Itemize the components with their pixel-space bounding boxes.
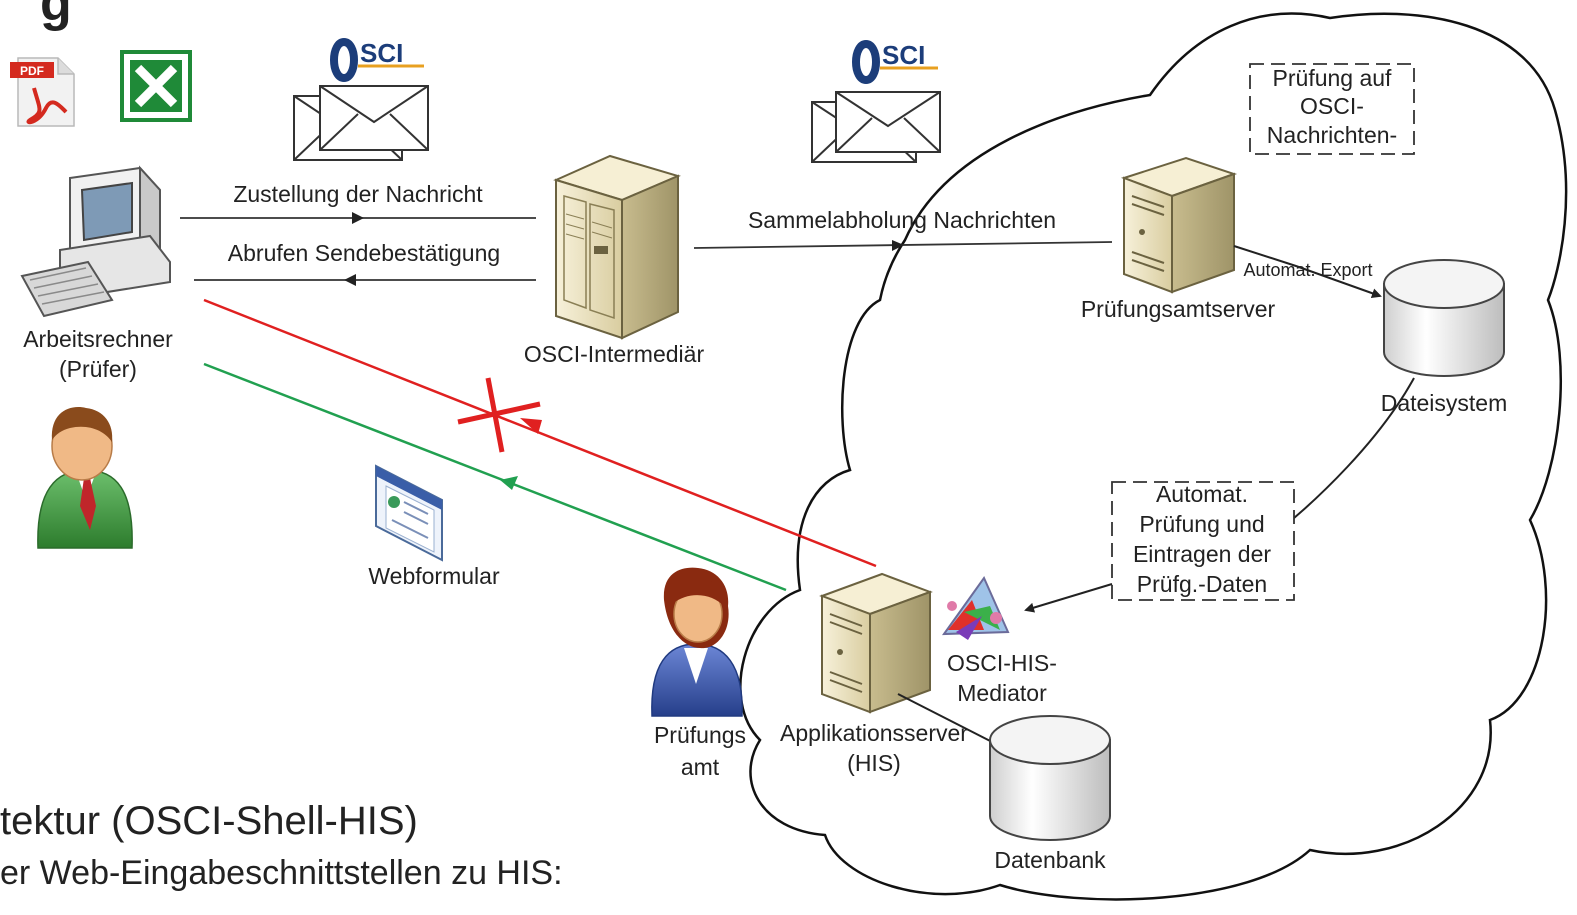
filesystem-label: Dateisystem [1381, 390, 1508, 416]
envelope-icon [293, 85, 429, 161]
intermediary-label: OSCI-Intermediär [524, 341, 705, 367]
auto-check-note-line4: Prüfg.-Daten [1137, 571, 1267, 597]
exam-server-icon [1120, 156, 1238, 294]
computer-icon [20, 165, 171, 318]
webform-flow-arrowhead [500, 476, 518, 490]
auto-check-note: Automat. Prüfung und Eintragen der Prüfg… [1111, 481, 1295, 601]
workstation-sublabel: (Prüfer) [59, 356, 137, 382]
blocked-flow-arrowhead [520, 418, 542, 434]
pdf-badge-label: PDF [20, 64, 44, 78]
app-server-to-database-edge [897, 693, 1001, 747]
osci-check-note-line2: OSCI- [1300, 93, 1364, 119]
webform-label: Webformular [368, 563, 500, 589]
webform-flow-line [203, 362, 787, 592]
excel-document-icon [120, 50, 192, 122]
app-server-label: Applikationsserver [780, 720, 968, 746]
webform-window-icon [375, 464, 443, 562]
blocked-cross-icon [457, 377, 541, 453]
osci-check-note-line3: Nachrichten- [1267, 122, 1397, 148]
mediator-label: OSCI-HIS- [947, 650, 1057, 676]
collect-arrowhead [892, 240, 904, 251]
deliver-arrowhead [352, 212, 364, 224]
intermediary-server-icon [553, 154, 681, 340]
filesystem-cylinder-icon [1383, 259, 1505, 377]
exam-office-label: Prüfungs [654, 722, 746, 748]
osci-logo-text: SCI [882, 40, 925, 70]
pdf-document-icon: PDF [10, 57, 75, 127]
auto-check-note-line2: Prüfung und [1139, 511, 1264, 537]
blocked-direct-flow-line [203, 298, 877, 568]
application-server-icon [819, 572, 933, 714]
header-title-fragment: g [40, 0, 72, 32]
osci-logo-text: SCI [360, 38, 403, 68]
osci-logo: SCI [851, 39, 938, 85]
auto-export-edge [1233, 245, 1382, 299]
exam-office-person-icon [651, 567, 743, 717]
exam-office-sublabel: amt [681, 754, 720, 780]
fetch-receipt-edge-label: Abrufen Sendebestätigung [228, 240, 500, 266]
app-server-sublabel: (HIS) [847, 750, 901, 776]
cloud-boundary [739, 12, 1568, 901]
database-cylinder-icon [989, 715, 1111, 841]
workstation-label: Arbeitsrechner [23, 326, 173, 352]
slide-title: tektur (OSCI-Shell-HIS) [0, 799, 418, 843]
osci-logo: SCI [329, 37, 424, 83]
mediator-sublabel: Mediator [957, 680, 1047, 706]
note-to-mediator-edge [1024, 583, 1113, 613]
auto-export-edge-label: Automat. Export [1243, 260, 1372, 280]
envelope-icon [811, 91, 941, 163]
auto-check-note-line1: Automat. [1156, 481, 1248, 507]
fetch-receipt-arrowhead [344, 274, 356, 286]
collect-edge-label: Sammelabholung Nachrichten [748, 207, 1056, 233]
auto-check-note-line3: Eintragen der [1133, 541, 1271, 567]
mediator-prism-icon [942, 575, 1010, 640]
exam-server-label: Prüfungsamtserver [1081, 296, 1276, 322]
slide-subtitle: er Web-Eingabeschnittstellen zu HIS: [0, 854, 563, 892]
examiner-person-icon [37, 407, 133, 549]
osci-check-note: Prüfung auf OSCI- Nachrichten- [1249, 63, 1415, 155]
osci-check-note-line1: Prüfung auf [1273, 65, 1393, 91]
deliver-edge-label: Zustellung der Nachricht [233, 181, 483, 207]
database-label: Datenbank [994, 847, 1106, 873]
